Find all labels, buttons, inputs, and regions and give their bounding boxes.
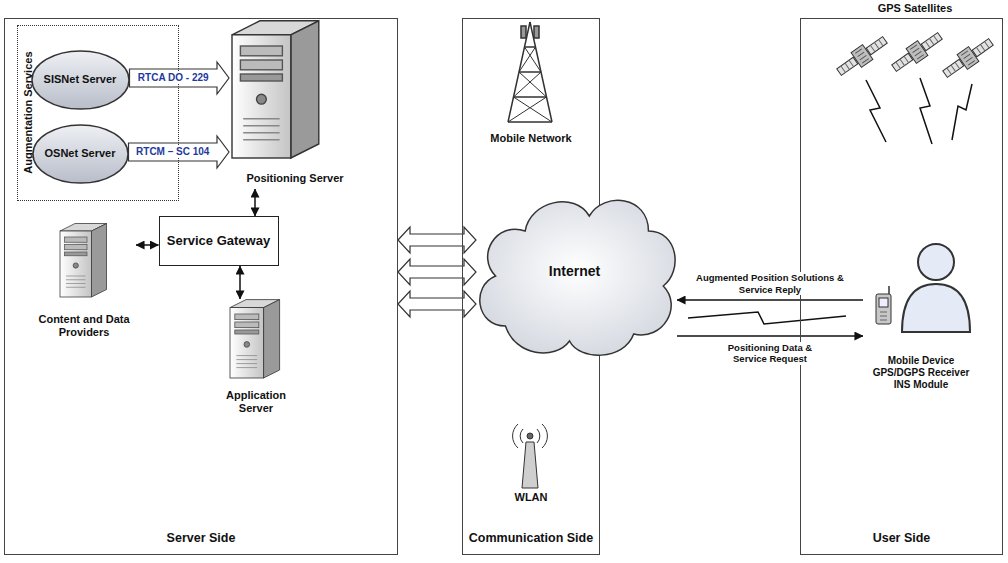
satellite-icon: [834, 33, 890, 80]
server-node: Positioning Server: [229, 19, 361, 189]
connector-line: [254, 189, 256, 216]
edge-label: RTCM – SC 104: [135, 146, 210, 158]
tower-node: Mobile Network: [481, 19, 581, 149]
edge-label: Positioning Data & Service Request: [710, 342, 830, 365]
node-label: Internet: [549, 263, 600, 280]
node-label: Content and Data Providers: [34, 313, 134, 339]
gateway-box: Service Gateway: [159, 216, 279, 266]
region-title: Server Side: [5, 531, 397, 546]
hollow-arrow: [130, 62, 230, 94]
region-title: Communication Side: [463, 531, 599, 546]
hollow-arrow: [398, 259, 476, 285]
server-node: Content and Data Providers: [32, 223, 136, 343]
internet-cloud: Internet: [466, 176, 683, 366]
node-label: Mobile Network: [490, 132, 571, 145]
edge-label: RTCA DO - 229: [137, 72, 210, 84]
node-label: WLAN: [515, 491, 548, 504]
server-icon: [232, 21, 319, 158]
mobile-phone: [876, 286, 891, 324]
node-label: Mobile Device GPS/DGPS Receiver INS Modu…: [869, 355, 973, 391]
hollow-arrow: [398, 291, 476, 317]
vertical-title-holder: Augmentation Services: [20, 26, 36, 200]
connector-line: [677, 299, 863, 301]
node-label: Application Server: [215, 389, 297, 415]
region-panel: Server Side Augmentation Services SISNet S…: [4, 18, 398, 555]
user-person: [902, 244, 970, 332]
server-ellipse: SISNet Server: [31, 50, 130, 110]
node-label: OSNet Server: [45, 147, 116, 160]
connector-line: [136, 244, 159, 246]
server-ellipse: OSNet Server: [32, 124, 129, 184]
cell-tower: [508, 22, 552, 122]
node-label: SISNet Server: [44, 73, 117, 86]
region-panel: Communication Side Mobile NetworkInternet…: [462, 18, 600, 555]
node-label: Positioning Server: [246, 172, 343, 185]
region-title: User Side: [801, 531, 1002, 546]
user-device-node: Mobile Device GPS/DGPS Receiver INS Modu…: [863, 241, 979, 395]
node-label: Service Gateway: [167, 233, 270, 249]
wlan-antenna: [513, 424, 548, 488]
server-node: Application Server: [201, 299, 311, 419]
server-icon: [230, 300, 280, 378]
connector-line: [677, 335, 863, 337]
server-icon: [60, 224, 107, 298]
hollow-arrow: [398, 227, 476, 253]
connector-line: [239, 266, 241, 299]
satellite-icon: [940, 35, 996, 82]
satellite-icon: [889, 29, 945, 76]
caption-label: GPS Satellites: [878, 2, 953, 14]
group-frame: Augmentation Services SISNet ServerOSNet …: [17, 25, 179, 201]
wlan-node: WLAN: [496, 411, 566, 508]
edge-label: Augmented Position Solutions & Service R…: [693, 272, 848, 295]
